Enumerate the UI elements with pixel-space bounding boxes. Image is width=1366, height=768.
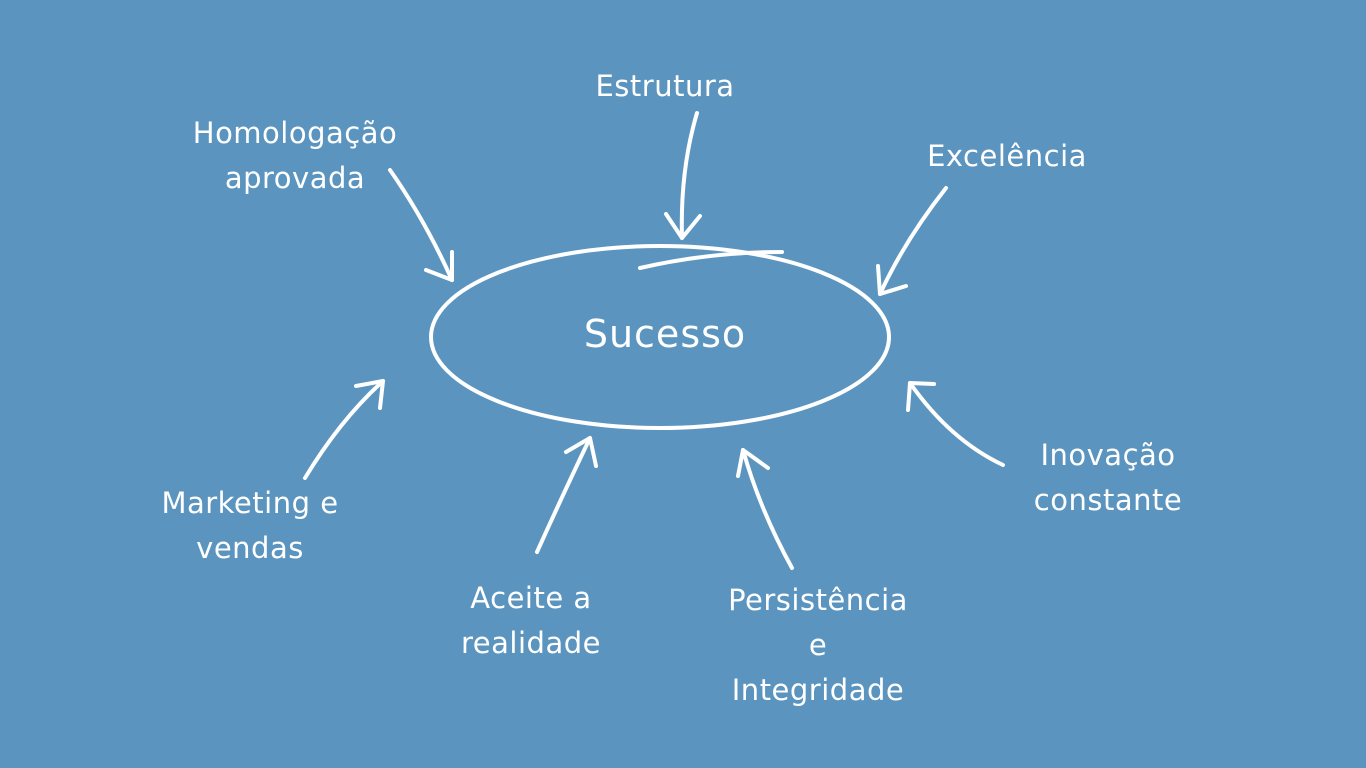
arrow-aceite bbox=[535, 436, 598, 554]
factor-line: constante bbox=[1033, 483, 1183, 517]
factor-line: vendas bbox=[196, 531, 304, 565]
factor-line: Estrutura bbox=[595, 69, 735, 103]
factor-line: e bbox=[808, 628, 828, 662]
factor-line: Aceite a bbox=[470, 581, 592, 615]
factor-line: Inovação bbox=[1040, 438, 1176, 472]
factor-line: Marketing e bbox=[161, 486, 339, 520]
arrow-excelencia bbox=[876, 186, 948, 296]
factor-homologacao: Homologação aprovada bbox=[193, 111, 397, 201]
arrow-inovacao bbox=[906, 381, 1005, 467]
factor-excelencia: Excelência bbox=[927, 134, 1087, 179]
factor-aceite: Aceite a realidade bbox=[461, 576, 601, 666]
center-ellipse bbox=[429, 244, 891, 430]
factor-estrutura: Estrutura bbox=[595, 64, 734, 109]
arrow-persistencia bbox=[736, 448, 794, 570]
factor-inovacao: Inovação constante bbox=[1034, 433, 1182, 523]
factor-line: Persistência bbox=[728, 583, 908, 617]
factor-line: aprovada bbox=[224, 161, 366, 195]
factor-line: Homologação bbox=[192, 116, 398, 150]
factor-line: realidade bbox=[461, 626, 601, 660]
center-label: Sucesso bbox=[583, 312, 747, 356]
arrow-homologacao bbox=[388, 168, 454, 282]
arrow-estrutura bbox=[664, 111, 702, 240]
factor-marketing: Marketing e vendas bbox=[161, 481, 338, 571]
arrow-marketing bbox=[303, 379, 385, 480]
factor-line: Excelência bbox=[927, 139, 1087, 173]
factor-line: Integridade bbox=[731, 673, 905, 707]
ellipse-overstroke bbox=[638, 250, 784, 270]
